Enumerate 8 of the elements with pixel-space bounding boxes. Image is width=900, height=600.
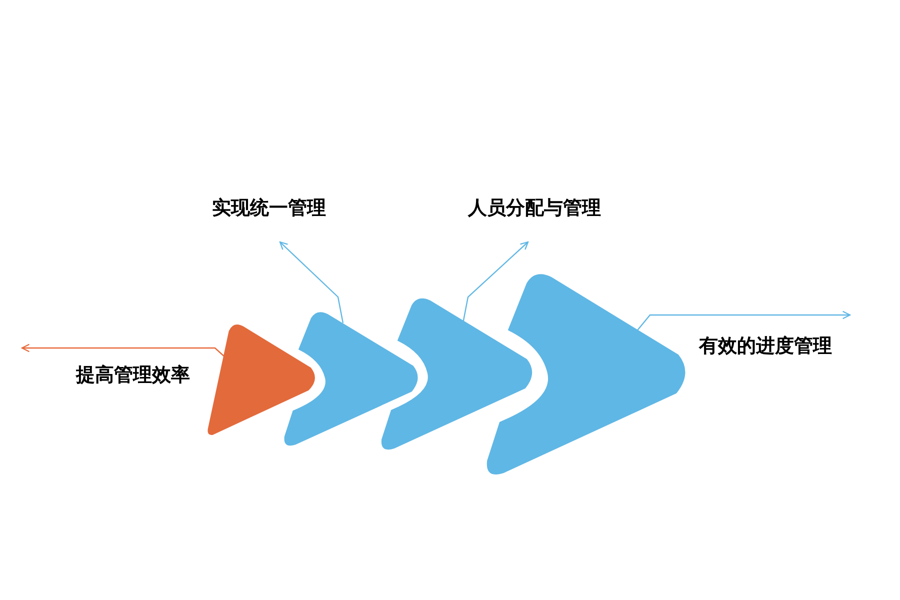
leader-arrow	[636, 310, 851, 332]
leader-arrow	[279, 241, 344, 324]
label-text: 人员分配与管理	[468, 198, 601, 219]
label-text: 实现统一管理	[212, 198, 326, 219]
label-text: 提高管理效率	[76, 365, 190, 386]
leader-arrow	[462, 241, 529, 324]
label-text: 有效的进度管理	[699, 336, 832, 357]
leader-arrow	[21, 344, 226, 358]
